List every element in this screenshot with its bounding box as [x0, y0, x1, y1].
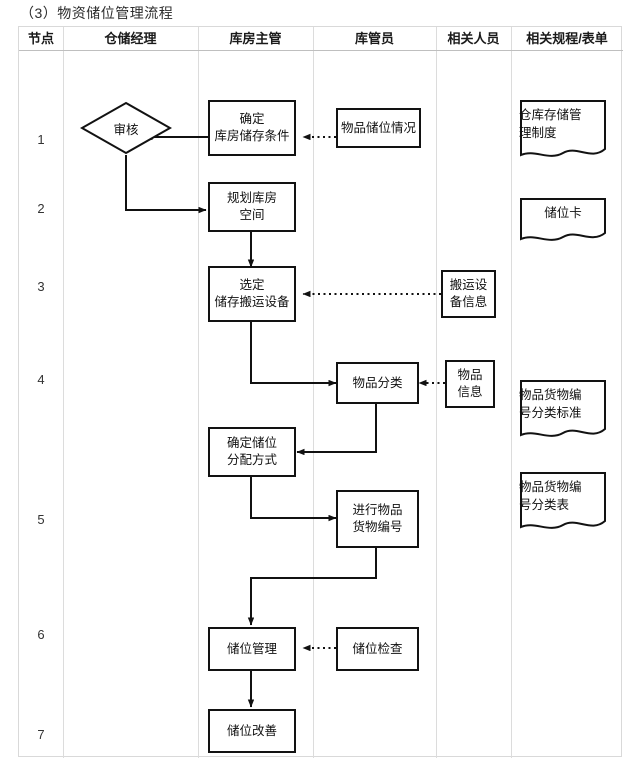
column-divider-4: [436, 27, 437, 758]
row-number-3: 3: [37, 279, 45, 294]
process-location-management[interactable]: 储位管理: [208, 627, 296, 671]
process-select-handling-equipment[interactable]: 选定 储存搬运设备: [208, 266, 296, 322]
column-header-storeroom-supervisor: 库房主管: [229, 31, 282, 46]
process-item-info-line1: 物品: [457, 368, 483, 382]
document-goods-standard-line1: 物品货物编: [519, 388, 582, 402]
document-goods-table-line1: 物品货物编: [519, 480, 582, 494]
row-number-5: 5: [37, 512, 45, 527]
process-confirm-storage-conditions-line2: 库房储存条件: [214, 129, 290, 143]
process-location-inspection[interactable]: 储位检查: [336, 627, 419, 671]
column-divider-5: [511, 27, 512, 758]
document-location-card-line1: 储位卡: [544, 206, 582, 220]
process-perform-item-numbering-line2: 货物编号: [352, 520, 403, 534]
process-perform-item-numbering[interactable]: 进行物品 货物编号: [336, 490, 419, 548]
process-select-handling-equipment-line1: 选定: [239, 278, 265, 292]
document-warehouse-storage-system-line2: 理制度: [519, 126, 557, 140]
column-divider-1: [63, 27, 64, 758]
process-handling-equipment-info[interactable]: 搬运设 备信息: [441, 270, 496, 318]
row-number-7: 7: [37, 727, 45, 742]
column-header-storekeeper: 库管员: [354, 31, 394, 46]
document-goods-table-line2: 号分类表: [519, 498, 570, 512]
document-goods-standard-line2: 号分类标准: [519, 406, 582, 420]
document-goods-number-classification-table-label: 物品货物编 号分类表: [519, 471, 607, 514]
process-confirm-allocation-method[interactable]: 确定储位 分配方式: [208, 427, 296, 477]
process-confirm-allocation-method-line2: 分配方式: [226, 453, 277, 467]
process-handling-equipment-info-line2: 备信息: [449, 295, 488, 309]
row-number-2: 2: [37, 201, 45, 216]
process-confirm-allocation-method-line1: 确定储位: [226, 436, 277, 450]
page-title: （3）物资储位管理流程: [20, 5, 174, 21]
process-location-improvement-label: 储位改善: [226, 723, 277, 738]
row-number-4: 4: [37, 372, 45, 387]
document-warehouse-storage-system-label: 仓库存储管 理制度: [519, 99, 607, 142]
process-item-location-status-label: 物品储位情况: [341, 120, 417, 135]
process-item-classification[interactable]: 物品分类: [336, 362, 419, 404]
document-location-card-label: 储位卡: [519, 197, 607, 222]
process-confirm-storage-conditions-line1: 确定: [239, 112, 265, 126]
document-goods-number-classification-standard-label: 物品货物编 号分类标准: [519, 379, 607, 422]
process-location-improvement[interactable]: 储位改善: [208, 709, 296, 753]
process-confirm-storage-conditions[interactable]: 确定 库房储存条件: [208, 100, 296, 156]
column-header-related-personnel: 相关人员: [447, 31, 500, 46]
column-header-warehouse-manager: 仓储经理: [104, 31, 157, 46]
process-location-inspection-label: 储位检查: [352, 641, 403, 656]
process-location-management-label: 储位管理: [226, 641, 277, 656]
decision-review-label: 审核: [113, 122, 139, 137]
column-header-related-docs: 相关规程/表单: [526, 31, 608, 46]
process-item-classification-label: 物品分类: [352, 375, 403, 390]
process-perform-item-numbering-line1: 进行物品: [352, 503, 403, 517]
document-warehouse-storage-system-line1: 仓库存储管: [519, 108, 582, 122]
decision-review[interactable]: 审核: [80, 101, 172, 155]
process-plan-warehouse-space-line1: 规划库房: [226, 191, 277, 205]
column-header-node: 节点: [27, 31, 54, 46]
process-item-info-line2: 信息: [457, 385, 483, 399]
process-plan-warehouse-space[interactable]: 规划库房 空间: [208, 182, 296, 232]
column-divider-3: [313, 27, 314, 758]
row-number-1: 1: [37, 132, 45, 147]
process-handling-equipment-info-line1: 搬运设: [449, 278, 488, 292]
process-plan-warehouse-space-line2: 空间: [239, 208, 265, 222]
table-header-row: 节点 仓储经理 库房主管 库管员 相关人员 相关规程/表单: [19, 27, 623, 51]
process-item-info[interactable]: 物品 信息: [445, 360, 495, 408]
column-divider-2: [198, 27, 199, 758]
document-goods-number-classification-standard[interactable]: 物品货物编 号分类标准: [519, 379, 607, 443]
document-location-card[interactable]: 储位卡: [519, 197, 607, 245]
process-item-location-status[interactable]: 物品储位情况: [336, 108, 421, 148]
process-select-handling-equipment-line2: 储存搬运设备: [214, 295, 290, 309]
document-goods-number-classification-table[interactable]: 物品货物编 号分类表: [519, 471, 607, 535]
row-number-6: 6: [37, 627, 45, 642]
document-warehouse-storage-system[interactable]: 仓库存储管 理制度: [519, 99, 607, 163]
